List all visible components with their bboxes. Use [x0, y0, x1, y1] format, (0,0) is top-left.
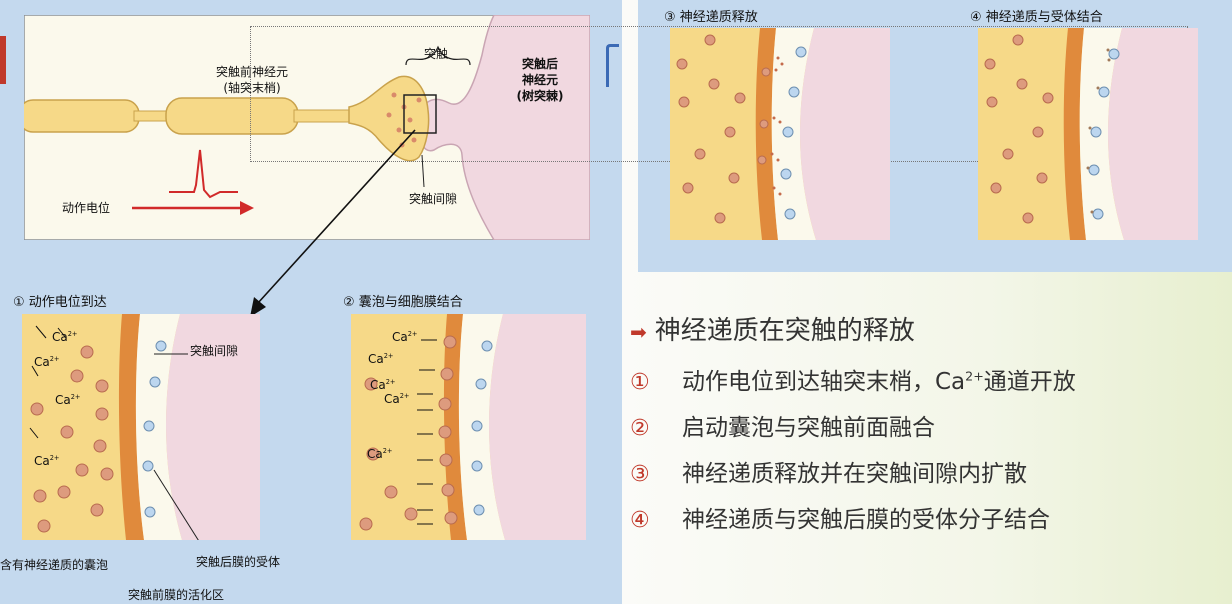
ca-ion-label-2: Ca2+ — [34, 355, 60, 369]
blue-fragment-mark — [606, 44, 619, 87]
synapse-label: 突触 — [423, 47, 448, 61]
panel2-ca-label-5: Ca2+ — [367, 447, 393, 461]
post-neuron-label: 突触后 — [521, 57, 558, 71]
ca-ion-label-4: Ca2+ — [34, 454, 60, 468]
post-neuron-label-2: 神经元 — [521, 73, 558, 87]
step4-title: ④ 神经递质与受体结合 — [970, 10, 1103, 25]
action-potential-label: 动作电位 — [62, 201, 111, 215]
post-neuron-sublabel: (树突棘) — [516, 89, 564, 103]
active-zone-label: 突触前膜的活化区 — [128, 588, 225, 602]
panel2-ca-label-3: Ca2+ — [370, 378, 396, 392]
cleft-label: 突触间隙 — [409, 192, 458, 206]
step1-panel — [22, 314, 260, 540]
ca-ion-label-1: Ca2+ — [52, 330, 78, 344]
panel2-ca-label-1: Ca2+ — [392, 330, 418, 344]
receptor-label: 突触后膜的受体 — [196, 555, 281, 569]
section-heading: ➡神经递质在突触的释放 — [630, 316, 915, 346]
step3-title: ③ 神经递质释放 — [664, 10, 758, 25]
slide-accent-tab — [0, 36, 6, 84]
step2-panel — [351, 314, 586, 540]
ca-ion-label-3: Ca2+ — [55, 393, 81, 407]
step2-title: ② 囊泡与细胞膜结合 — [343, 295, 463, 310]
arrow-bullet-icon: ➡ — [630, 320, 647, 344]
pre-neuron-sublabel: (轴突末梢) — [223, 81, 281, 95]
step4-panel — [978, 28, 1198, 240]
vesicle-label: 含有神经递质的囊泡 — [0, 558, 109, 572]
panel2-ca-label-2: Ca2+ — [368, 352, 394, 366]
step3-panel — [670, 28, 890, 240]
pre-neuron-label: 突触前神经元 — [215, 65, 288, 79]
panel2-ca-label-4: Ca2+ — [384, 392, 410, 406]
step1-title: ① 动作电位到达 — [13, 295, 107, 310]
panel1-cleft-label: 突触间隙 — [190, 344, 239, 358]
zoom-arrow — [250, 129, 416, 317]
